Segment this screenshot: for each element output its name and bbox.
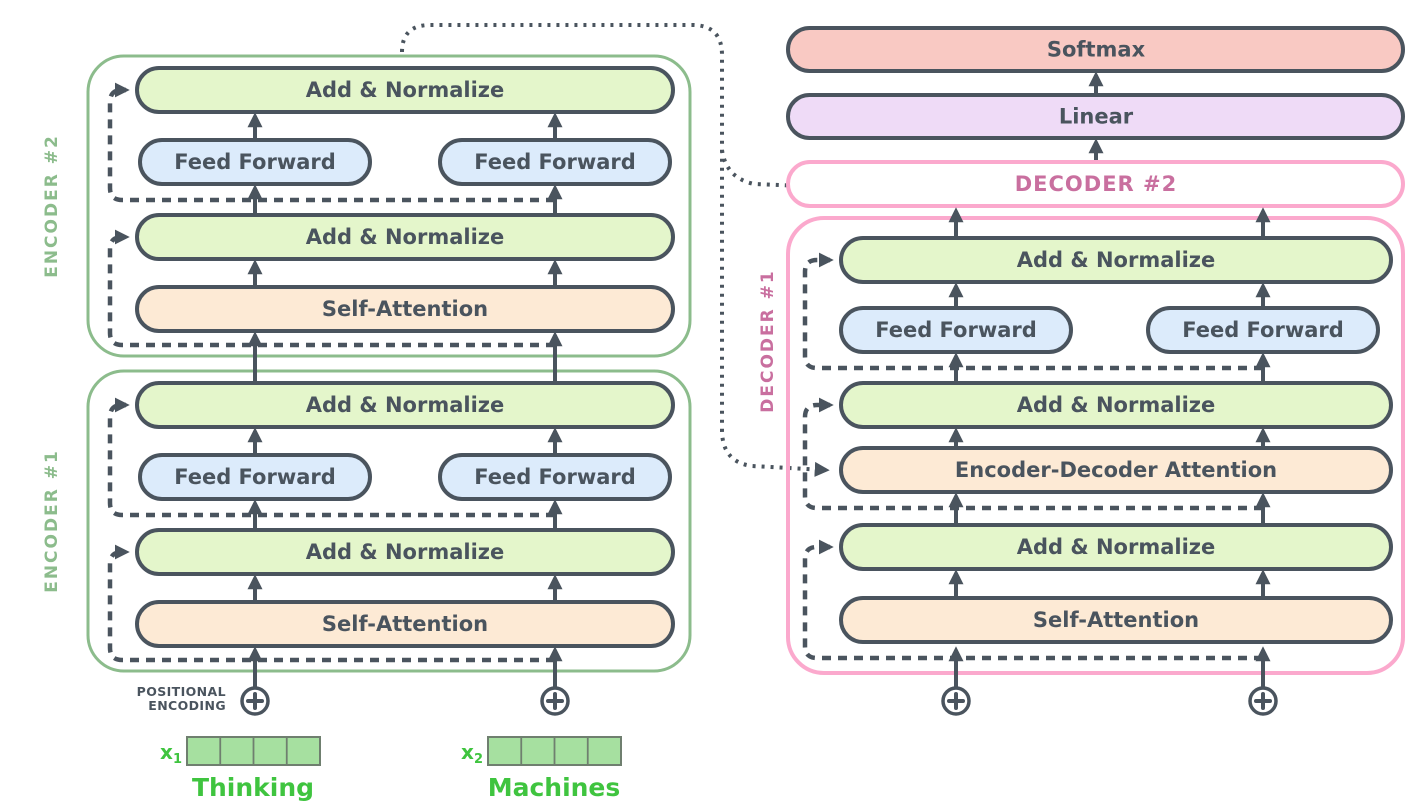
decoder-2-container: [786, 160, 1405, 208]
decoder-1-self-attention: Self-Attention: [839, 596, 1393, 644]
encoder-2-container: [86, 54, 692, 358]
encoder-1: ENCODER #1 Add & Normalize Feed Forward …: [42, 331, 692, 688]
encoder-1-flow-arrows: [247, 331, 563, 688]
decoder-1-add-normalize-bottom: Add & Normalize: [839, 523, 1393, 571]
decoder-1-encoder-decoder-attention: Encoder-Decoder Attention: [839, 446, 1393, 494]
encoder-1-feed-forward-right-label: Feed Forward: [474, 465, 636, 489]
decoder-1-encoder-decoder-attention-label: Encoder-Decoder Attention: [955, 458, 1277, 482]
encoder-2: ENCODER #2 Add & Normalize Feed Forward …: [42, 54, 692, 358]
encoder-1-add-normalize-mid: Add & Normalize: [135, 528, 675, 576]
linear-layer: Linear: [786, 93, 1405, 140]
encoder-2-add-normalize-mid: Add & Normalize: [135, 213, 675, 261]
decoder-1-feed-forward-left: Feed Forward: [839, 306, 1073, 354]
encoder-1-label: ENCODER #1: [42, 449, 62, 593]
encoder-1-self-attention: Self-Attention: [135, 600, 675, 648]
encoder-1-add-normalize-top: Add & Normalize: [135, 381, 675, 429]
encoder-1-container: [86, 369, 692, 673]
plus-circle-icon: [240, 686, 270, 716]
decoder-1-feed-forward-right: Feed Forward: [1146, 306, 1380, 354]
dotted-path-decoder2-branch: [720, 149, 830, 195]
plus-circle-icon: [941, 686, 971, 716]
encoder-1-self-attention-label: Self-Attention: [322, 612, 488, 636]
encoder-1-residual-lower: [107, 544, 555, 663]
encoder-2-add-normalize-top-label: Add & Normalize: [306, 78, 505, 102]
x2-vector-label: x2: [461, 740, 483, 767]
encoder-2-add-normalize-top: Add & Normalize: [135, 66, 675, 114]
encoder-2-feed-forward-right-label: Feed Forward: [474, 150, 636, 174]
encoder-1-feed-forward-left: Feed Forward: [138, 453, 372, 501]
encoder-to-decoder-dotted-connector: [400, 23, 830, 477]
encoder-2-self-attention: Self-Attention: [135, 285, 675, 333]
linear-label: Linear: [1059, 105, 1134, 129]
plus-circle-icon: [540, 686, 570, 716]
decoder-2: DECODER #2: [786, 160, 1405, 208]
output-layers: Softmax Linear: [786, 26, 1405, 162]
encoder-2-feed-forward-left-label: Feed Forward: [174, 150, 336, 174]
decoder-1-residual-middle: [802, 397, 1263, 511]
encoder-2-feed-forward-left: Feed Forward: [138, 138, 372, 186]
decoder-1-add-normalize-mid: Add & Normalize: [839, 381, 1393, 429]
decoder-1-flow-arrows: [948, 207, 1271, 688]
plus-circle-icon: [1248, 686, 1278, 716]
encoder-1-add-normalize-top-label: Add & Normalize: [306, 393, 505, 417]
x2-embedding-vector: [487, 736, 622, 766]
decoder-1: DECODER #1 Add & Normalize Feed F: [758, 207, 1405, 688]
positional-encoding-label-line2: ENCODING: [148, 698, 226, 713]
decoder-1-feed-forward-left-label: Feed Forward: [875, 318, 1037, 342]
encoder-1-add-normalize-mid-label: Add & Normalize: [306, 540, 505, 564]
x1-embedding-vector: [186, 736, 321, 766]
decoder-1-add-normalize-top: Add & Normalize: [839, 236, 1393, 284]
encoder-2-feed-forward-right: Feed Forward: [438, 138, 672, 186]
encoder-2-self-attention-label: Self-Attention: [322, 297, 488, 321]
positional-encoding: POSITIONAL ENCODING: [137, 684, 1278, 716]
positional-encoding-label-line1: POSITIONAL: [137, 684, 226, 699]
encoder-2-residual-lower: [107, 229, 555, 348]
input-word-2: Machines: [488, 773, 621, 802]
softmax-label: Softmax: [1047, 38, 1146, 62]
encoder-1-feed-forward-right: Feed Forward: [438, 453, 672, 501]
decoder-1-residual-upper: [802, 252, 1263, 371]
decoder-1-feed-forward-right-label: Feed Forward: [1182, 318, 1344, 342]
decoder-1-container: [786, 216, 1405, 675]
encoder-2-label: ENCODER #2: [42, 134, 62, 278]
softmax-layer: Softmax: [786, 26, 1405, 73]
decoder-1-add-normalize-bottom-label: Add & Normalize: [1017, 535, 1216, 559]
encoder-1-feed-forward-left-label: Feed Forward: [174, 465, 336, 489]
x1-vector-label: x1: [160, 740, 182, 767]
decoder-1-add-normalize-mid-label: Add & Normalize: [1017, 393, 1216, 417]
input-word-1: Thinking: [192, 773, 314, 802]
decoder-1-residual-lower: [802, 539, 1263, 661]
input-embeddings: x1 Thinking x2 Machines: [160, 736, 622, 802]
encoder-2-residual-upper: [107, 82, 555, 203]
decoder-1-add-normalize-top-label: Add & Normalize: [1017, 248, 1216, 272]
encoder-1-residual-upper: [107, 397, 555, 518]
decoder-1-self-attention-label: Self-Attention: [1033, 608, 1199, 632]
dotted-path-main: [400, 23, 830, 477]
decoder-2-label: DECODER #2: [1015, 172, 1178, 196]
encoder-2-add-normalize-mid-label: Add & Normalize: [306, 225, 505, 249]
decoder-1-label: DECODER #1: [758, 269, 778, 412]
